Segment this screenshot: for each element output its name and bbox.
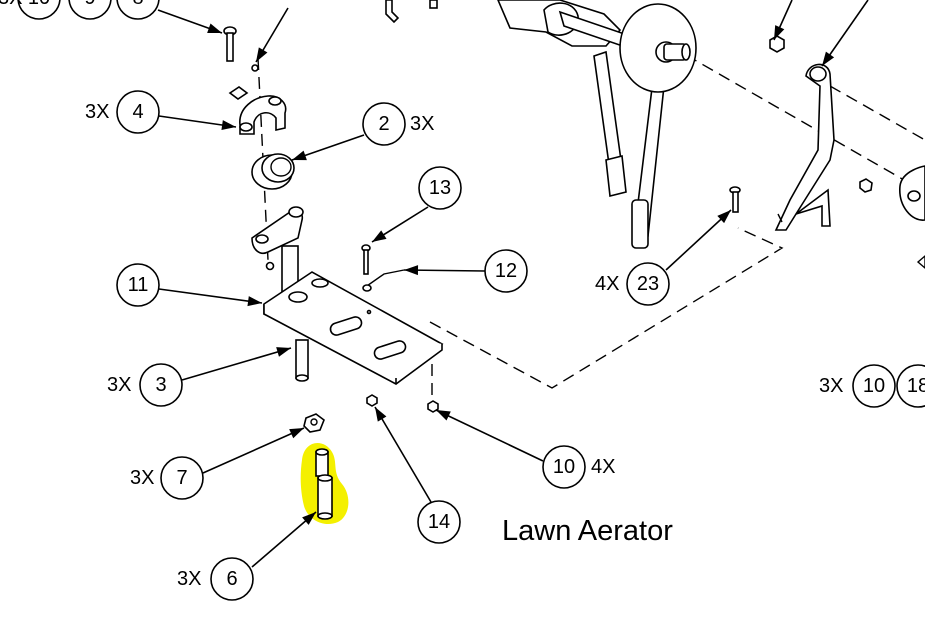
callout-number: 10 [863, 375, 885, 397]
callout-number: 14 [428, 511, 450, 533]
callout-10-bottom: 10 4X [542, 445, 615, 489]
callout-23: 23 4X [595, 262, 670, 306]
nut-small-part [366, 394, 439, 413]
callout-quantity: 3X [0, 0, 22, 9]
leader-23 [665, 209, 732, 271]
callout-number: 23 [637, 273, 659, 295]
arrowhead [289, 428, 304, 439]
arrowhead [276, 347, 291, 357]
arm-bracket-part [769, 35, 835, 231]
leader-10b [435, 409, 544, 462]
callout-number: 11 [128, 274, 149, 296]
callout-number: 2 [378, 113, 389, 135]
callout-number: 12 [495, 260, 517, 282]
diagram-caption: Lawn Aerator [502, 515, 673, 547]
callout-12: 12 [484, 249, 528, 293]
leader-2 [291, 134, 365, 161]
callout-number: 10 [28, 0, 50, 9]
arrowhead [256, 47, 268, 62]
callout-7: 7 3X [130, 456, 204, 500]
callout-6: 6 3X [177, 557, 254, 601]
leader-7 [202, 427, 305, 474]
callout-number: 9 [84, 0, 95, 9]
callout-18-right: 18 [896, 364, 925, 408]
bolt-23-part [729, 186, 741, 213]
arrowhead [774, 25, 785, 40]
callout-10-top: 10 3X [0, 0, 61, 20]
arrowhead [207, 23, 222, 33]
leader-line [251, 511, 317, 568]
callout-number: 8 [132, 0, 143, 9]
arrowhead [372, 230, 387, 242]
callout-quantity: 3X [130, 467, 154, 489]
callout-number: 7 [176, 467, 187, 489]
leader-lines [157, 0, 869, 568]
arrowhead [302, 512, 316, 525]
callout-number: 3 [155, 374, 166, 396]
callout-13: 13 [418, 166, 462, 210]
leader-line [665, 209, 732, 271]
leader-line [158, 288, 263, 304]
leader-line [202, 427, 305, 474]
callout-quantity: 4X [591, 456, 615, 478]
leader-top-right-2 [821, 0, 869, 67]
leader-4 [158, 115, 237, 130]
callout-number: 6 [226, 568, 237, 590]
callout-quantity: 4X [595, 273, 619, 295]
leader-6 [251, 511, 317, 568]
mounting-plate-part [263, 271, 444, 385]
leader-line [181, 347, 292, 381]
arrowhead [221, 120, 236, 130]
pin-part [295, 339, 309, 382]
arrowhead [375, 407, 387, 422]
leader-13 [371, 206, 429, 243]
bushing-part [251, 153, 295, 190]
nut-part [303, 413, 325, 433]
arrowhead [717, 210, 731, 224]
callout-3: 3 3X [107, 363, 183, 407]
highlighted-part-6 [300, 442, 349, 525]
callout-number: 10 [553, 456, 575, 478]
leader-12 [403, 265, 486, 276]
callout-quantity: 3X [177, 568, 201, 590]
leader-9 [255, 7, 289, 63]
callout-quantity: 3X [107, 374, 131, 396]
callout-8-top: 8 [116, 0, 160, 20]
arrowhead [247, 296, 262, 307]
arrowhead [436, 410, 451, 421]
leader-line [374, 406, 432, 503]
washer-part [228, 64, 259, 100]
callout-number: 4 [132, 101, 143, 123]
drive-assembly-part [497, 0, 697, 249]
screw-part [361, 244, 371, 275]
callout-quantity: 3X [819, 375, 843, 397]
arrowhead [404, 265, 419, 276]
clip-part [362, 269, 405, 292]
callout-11: 11 [116, 263, 160, 307]
leader-line [435, 409, 544, 462]
callout-4: 4 3X [85, 90, 160, 134]
callout-10-right: 10 3X [819, 364, 896, 408]
leader-top-right-1 [773, 0, 793, 41]
top-bracket-part [385, 0, 438, 24]
callout-quantity: 3X [85, 101, 109, 123]
callout-9-top: 9 [68, 0, 112, 20]
right-hardware-part [859, 165, 925, 269]
leader-14 [374, 406, 432, 503]
leader-11 [158, 288, 263, 307]
arrowhead [292, 150, 307, 161]
callout-number: 13 [429, 177, 451, 199]
bolt-part [223, 26, 237, 62]
callout-14: 14 [417, 500, 461, 544]
arrowhead [822, 51, 835, 66]
leader-8 [157, 9, 223, 34]
clamp-upper-part [239, 95, 287, 135]
callout-quantity: 3X [410, 113, 434, 135]
callout-number: 18 [907, 375, 925, 397]
clamp-lower-part [251, 206, 304, 271]
callout-2: 2 3X [362, 102, 434, 146]
leader-3 [181, 347, 292, 381]
